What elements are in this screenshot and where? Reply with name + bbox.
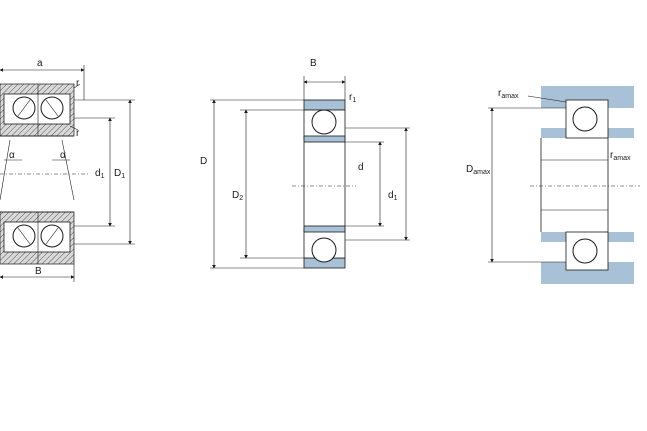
- angle-line-right: [61, 139, 75, 201]
- label-D2: D2: [232, 190, 243, 202]
- inner-ring-bottom-view2: [303, 225, 346, 233]
- shaft-shoulder-bottom: [541, 232, 571, 242]
- angle-line-left: [0, 139, 11, 201]
- view-double-row-bearing: a α α r r: [0, 58, 135, 282]
- leader-r-top: [73, 83, 81, 89]
- shaft-step-bottom: [608, 232, 634, 242]
- label-r-top: r: [76, 78, 80, 89]
- label-D1-view1: D1: [114, 168, 125, 180]
- view-single-row-bearing: B r1 D D2 d d1: [200, 58, 410, 269]
- ball-top-view3: [572, 106, 598, 132]
- ball-top-view2: [311, 109, 337, 135]
- view-mounting-abutment: Damax ramax ramax: [466, 86, 640, 284]
- label-a: a: [37, 58, 43, 69]
- contact-line-top-left: [17, 99, 31, 117]
- ball-bottom-view2: [311, 237, 337, 263]
- label-Damax: Damax: [466, 164, 491, 176]
- shaft-shoulder-top: [541, 128, 571, 138]
- housing-bottom: [541, 262, 634, 284]
- label-ramax-right: ramax: [610, 150, 631, 162]
- label-r1: r1: [349, 92, 356, 104]
- contact-line-bottom-left: [17, 227, 31, 245]
- contact-line-top-right: [45, 99, 59, 117]
- label-B-view1: B: [35, 266, 42, 277]
- leader-ramax-top: [527, 95, 567, 103]
- leader-r-mid: [69, 125, 79, 131]
- label-d1-view1: d1: [95, 168, 105, 180]
- label-d1-view2: d1: [388, 190, 398, 202]
- shaft-step-top: [608, 128, 634, 138]
- label-D-view2: D: [200, 156, 207, 167]
- label-ramax-top: ramax: [498, 88, 519, 100]
- label-alpha-left: α: [9, 150, 15, 161]
- label-B-view2: B: [310, 58, 317, 69]
- ball-bottom-view3: [572, 238, 598, 264]
- label-d-view2: d: [358, 162, 364, 173]
- contact-line-bottom-right: [45, 227, 59, 245]
- inner-ring-top-view2: [303, 135, 346, 143]
- housing-top: [541, 86, 634, 108]
- outer-ring-top-view2: [303, 99, 346, 111]
- label-r-mid: r: [76, 128, 80, 139]
- label-alpha-right: α: [60, 150, 66, 161]
